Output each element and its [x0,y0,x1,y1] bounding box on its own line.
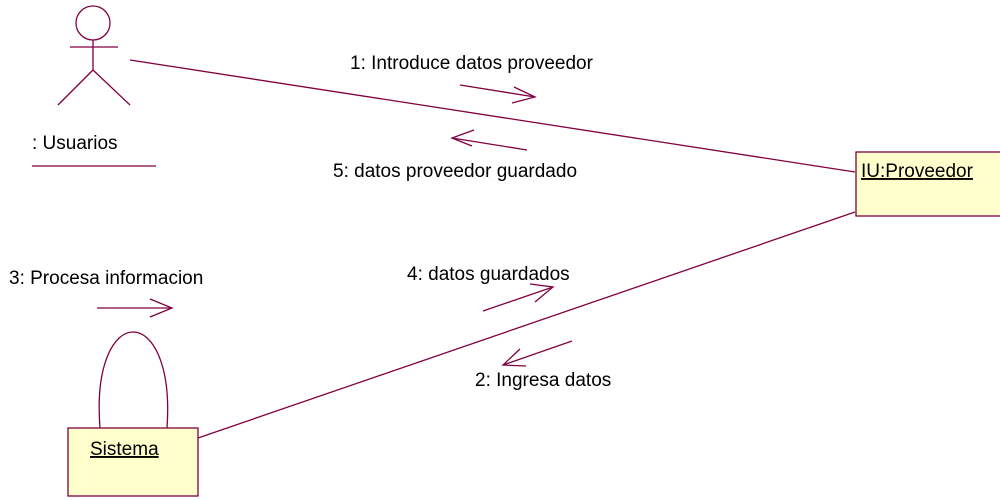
message-4-arrow [482,283,555,312]
link-usuarios-proveedor[interactable] [129,59,856,173]
message-5-label: 5: datos proveedor guardado [333,161,577,182]
message-2-arrow [501,340,573,367]
actor-usuarios[interactable] [57,5,131,106]
self-link-sistema[interactable] [98,331,169,429]
actor-label: : Usuarios [32,133,118,154]
message-4-label: 4: datos guardados [407,264,570,285]
message-1-arrow [459,84,537,104]
link-sistema-proveedor[interactable] [197,211,856,439]
object-box [855,151,1000,217]
actor-left-leg [57,69,94,106]
message-5-arrow [450,129,528,151]
object-iu-proveedor[interactable]: IU:Proveedor [855,151,1000,217]
object-label-sistema: Sistema [90,439,159,460]
object-sistema[interactable]: Sistema [67,427,199,497]
actor-right-leg [92,69,131,106]
object-box [67,427,199,497]
message-3-arrow [97,298,174,318]
message-3-label: 3: Procesa informacion [9,268,203,289]
message-1-label: 1: Introduce datos proveedor [350,53,594,74]
message-2-label: 2: Ingresa datos [475,370,611,391]
object-label-proveedor: IU:Proveedor [861,161,974,182]
actor-head [75,5,111,41]
